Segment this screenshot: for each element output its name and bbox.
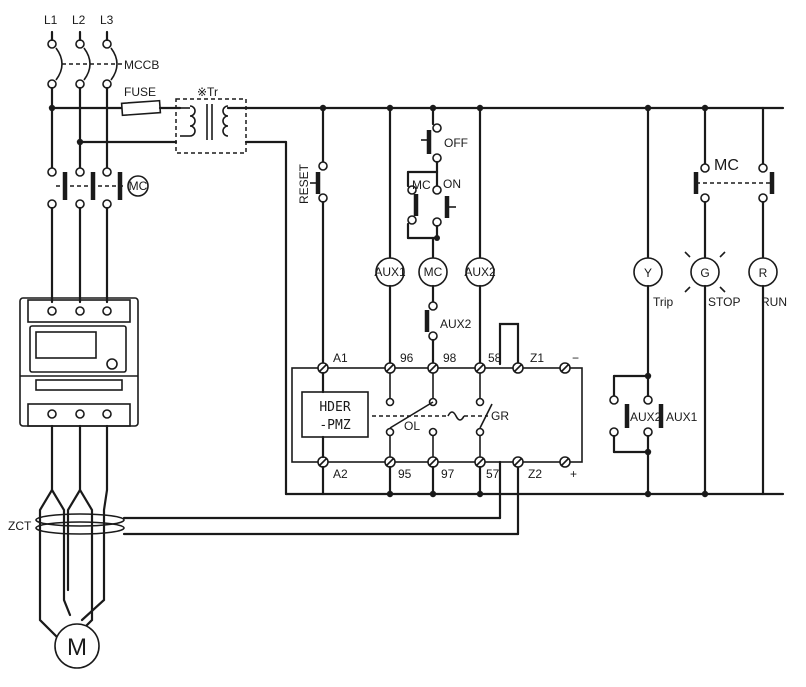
device-name-box: HDER -PMZ <box>301 391 369 438</box>
terminal-96: 96 <box>400 351 414 365</box>
mc-lamp-contacts <box>693 106 775 203</box>
aux2-coil: AUX2 <box>464 257 496 287</box>
svg-text:AUX2: AUX2 <box>464 265 496 279</box>
control-bus-top <box>226 104 785 112</box>
terminal-95: 95 <box>398 467 412 481</box>
terminal-97: 97 <box>441 467 455 481</box>
aux1-coil: AUX1 <box>374 257 406 287</box>
terminal-98: 98 <box>443 351 457 365</box>
reset-button <box>310 106 328 362</box>
off-button <box>421 106 442 163</box>
ol-label: OL <box>404 419 420 433</box>
terminal-minus: − <box>572 351 579 365</box>
control-bus-bottom <box>284 490 785 498</box>
mc-main-contacts <box>47 167 124 209</box>
right-aux1-label: AUX1 <box>666 410 698 424</box>
motor-leads <box>38 424 109 642</box>
mc-coil: MC <box>418 257 448 287</box>
svg-text:MC: MC <box>424 265 443 279</box>
lamp-y-trip: Y <box>633 257 663 287</box>
zct-core <box>35 460 520 536</box>
lamp-r-run: R <box>748 257 778 287</box>
terminals-top <box>317 362 571 374</box>
mc-lamp-contact-label: MC <box>714 157 739 174</box>
svg-text:G: G <box>700 266 709 280</box>
fuse <box>120 99 162 117</box>
relay-device <box>291 322 583 463</box>
transformer-label: ※Tr <box>197 85 218 99</box>
terminal-z2: Z2 <box>528 467 542 481</box>
mccb-breaker <box>47 39 122 89</box>
phase-label-l3: L3 <box>100 13 114 27</box>
aux2-contact-label: AUX2 <box>440 317 472 331</box>
on-label: ON <box>443 177 461 191</box>
svg-text:R: R <box>759 266 768 280</box>
zct-label: ZCT <box>8 519 32 533</box>
lamp-r-caption: RUN <box>761 295 787 309</box>
phase-label-l1: L1 <box>44 13 58 27</box>
terminal-57: 57 <box>486 467 500 481</box>
off-label: OFF <box>444 136 468 150</box>
device-name-line1: HDER <box>319 400 350 415</box>
right-aux-contacts <box>609 374 664 496</box>
phase-wires <box>50 30 109 170</box>
mc-hold-contact <box>406 170 419 240</box>
terminal-plus: + <box>570 467 577 481</box>
right-aux2-label: AUX2 <box>630 410 662 424</box>
lamp-g-caption: STOP <box>708 295 740 309</box>
fuse-label: FUSE <box>124 85 156 99</box>
terminal-58: 58 <box>488 351 502 365</box>
terminal-z1: Z1 <box>530 351 544 365</box>
motor: M <box>54 623 100 669</box>
svg-text:Y: Y <box>644 266 652 280</box>
lamp-y-caption: Trip <box>653 295 674 309</box>
terminal-a2: A2 <box>333 467 348 481</box>
hold-contact-label: MC <box>412 178 431 192</box>
terminals-bottom <box>317 456 571 468</box>
internal-contacts <box>372 373 493 457</box>
gr-label: GR <box>491 409 509 423</box>
mccb-label: MCCB <box>124 58 159 72</box>
lamp-g-stop: G <box>684 251 726 293</box>
motor-label: M <box>67 634 87 661</box>
svg-text:AUX1: AUX1 <box>374 265 406 279</box>
mc-ref-label: MC <box>129 179 148 193</box>
junction-dot <box>434 235 440 241</box>
terminal-a1: A1 <box>333 351 348 365</box>
device-name-line2: -PMZ <box>319 418 350 433</box>
aux2-contact <box>424 301 438 341</box>
din-rail-relay-module <box>19 297 139 427</box>
mc-coil-ref: MC <box>127 175 149 197</box>
control-transformer <box>175 98 247 154</box>
phase-label-l2: L2 <box>72 13 86 27</box>
reset-label: RESET <box>297 163 311 204</box>
